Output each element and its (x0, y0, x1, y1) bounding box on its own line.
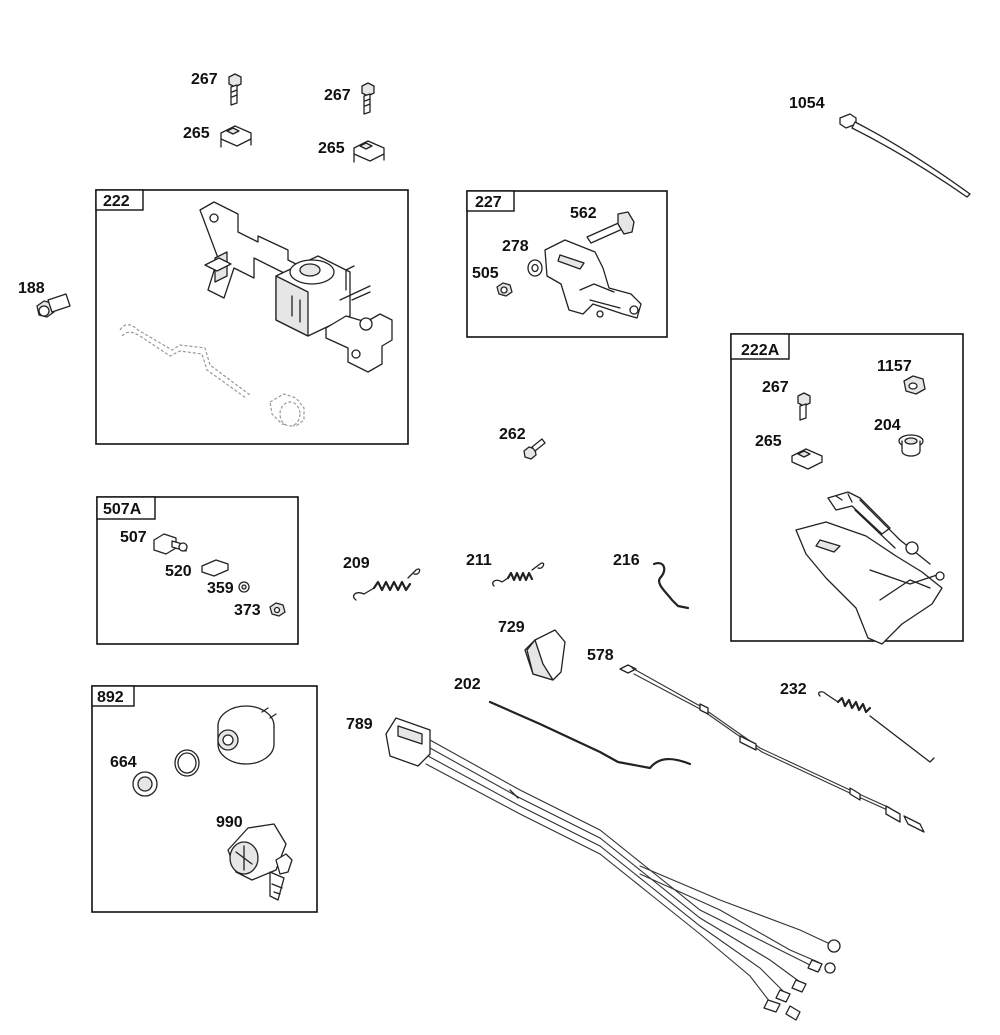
group-label-892: 892 (97, 689, 124, 706)
spring-clip-216-drawing (652, 562, 690, 610)
group-box-222: 222 (95, 189, 409, 445)
callout-373: 373 (234, 602, 261, 619)
ignition-switch-892-drawing (217, 705, 277, 765)
control-bracket-assembly-222-drawing (199, 201, 393, 373)
boot-729-drawing (524, 629, 566, 681)
callout-262: 262 (499, 426, 526, 443)
callout-216: 216 (613, 552, 640, 569)
nut-664-drawing (132, 771, 158, 797)
group-box-507a: 507A (96, 496, 299, 645)
callout-265-b: 265 (318, 140, 345, 157)
callout-267-c: 267 (762, 379, 789, 396)
nut-373-drawing (269, 602, 286, 617)
spring-232-drawing (818, 691, 935, 763)
nut-1157-drawing (903, 375, 926, 395)
rod-202-drawing (488, 700, 692, 770)
callout-664: 664 (110, 754, 137, 771)
lockwasher-892-drawing (174, 749, 200, 777)
callout-232: 232 (780, 681, 807, 698)
bracket-520-drawing (201, 559, 229, 577)
clip-265-c-drawing (791, 448, 823, 470)
callout-278: 278 (502, 238, 529, 255)
callout-990: 990 (216, 814, 243, 831)
bolt-267-c-drawing (797, 392, 811, 421)
callout-359: 359 (207, 580, 234, 597)
group-label-507a: 507A (103, 501, 142, 518)
spring-209-drawing (352, 568, 421, 601)
bolt-188-drawing (36, 293, 71, 318)
group-label-227: 227 (475, 194, 502, 211)
lockwasher-359-drawing (238, 581, 250, 593)
callout-265-a: 265 (183, 125, 210, 142)
group-box-222a: 222A (730, 333, 964, 642)
callout-204: 204 (874, 417, 901, 434)
callout-211: 211 (466, 552, 492, 569)
cable-578-drawing (619, 664, 925, 833)
nut-505-drawing (496, 282, 513, 297)
callout-789: 789 (346, 716, 373, 733)
terminal-507-drawing (153, 533, 188, 555)
bolt-562-drawing (586, 211, 635, 244)
callout-729: 729 (498, 619, 525, 636)
clip-265-b-drawing (353, 140, 385, 163)
callout-1054: 1054 (789, 95, 825, 112)
callout-1157: 1157 (877, 358, 912, 375)
callout-578: 578 (587, 647, 614, 664)
callout-267-b: 267 (324, 87, 351, 104)
bolt-267-a-drawing (228, 73, 242, 106)
control-plate-222a-drawing (795, 491, 945, 645)
group-label-222: 222 (103, 193, 130, 210)
harness-789-drawing (385, 717, 841, 1021)
cable-tie-1054-drawing (839, 113, 971, 198)
callout-265-c: 265 (755, 433, 782, 450)
group-box-892: 892 (91, 685, 318, 913)
washer-278-drawing (527, 259, 543, 277)
bolt-267-b-drawing (361, 82, 375, 115)
clip-265-a-drawing (220, 125, 252, 148)
key-switch-cover-990-drawing (227, 823, 293, 901)
group-box-227: 227 (466, 190, 668, 338)
group-label-222a: 222A (741, 342, 780, 359)
callout-202: 202 (454, 676, 481, 693)
callout-267-a: 267 (191, 71, 218, 88)
callout-562: 562 (570, 205, 597, 222)
bracket-227-drawing (544, 239, 642, 319)
screw-262-drawing (523, 438, 546, 460)
callout-505: 505 (472, 265, 499, 282)
callout-507: 507 (120, 529, 147, 546)
callout-188: 188 (18, 280, 45, 297)
bushing-204-drawing (898, 434, 924, 457)
link-rod-ghost-drawing (119, 324, 305, 427)
spring-211-drawing (492, 562, 545, 587)
callout-209: 209 (343, 555, 370, 572)
callout-520: 520 (165, 563, 192, 580)
